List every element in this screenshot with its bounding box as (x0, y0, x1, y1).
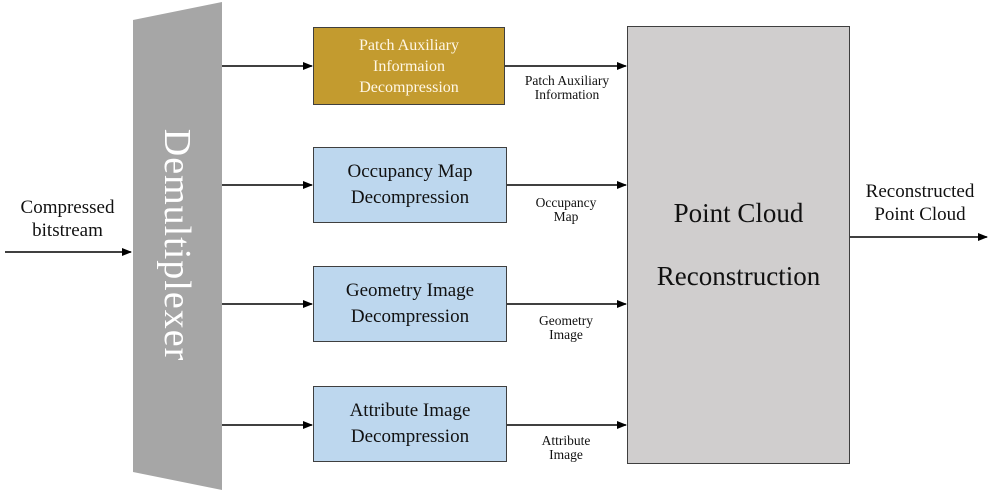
patch-output-line2: Information (534, 87, 600, 102)
geometry-box-line1: Geometry Image (345, 280, 475, 301)
input-label: Compressed bitstream (5, 196, 130, 242)
attribute-box-line2: Decompression (350, 426, 470, 447)
patch-output-line1: Patch Auxiliary (524, 73, 610, 88)
input-label-line2: bitstream (32, 220, 103, 241)
attribute-image-decompression-box: Attribute Image Decompression (313, 386, 507, 462)
demultiplexer-label: Demultiplexer (156, 128, 198, 362)
geometry-output-label: Geometry Image (510, 314, 622, 342)
attribute-output-label: Attribute Image (510, 434, 622, 462)
point-cloud-reconstruction-box: Point Cloud Reconstruction (627, 26, 850, 464)
patch-box-line3: Decompression (359, 78, 459, 96)
output-label-line2: Point Cloud (874, 204, 966, 225)
occupancy-box-line1: Occupancy Map (347, 161, 473, 182)
occupancy-output-line1: Occupancy (535, 195, 597, 210)
occupancy-map-decompression-box: Occupancy Map Decompression (313, 147, 507, 223)
geometry-output-line1: Geometry (539, 313, 593, 328)
attribute-box-line1: Attribute Image (349, 400, 471, 421)
reconstruction-line1: Point Cloud (673, 198, 804, 228)
output-label: Reconstructed Point Cloud (852, 180, 988, 226)
output-label-line1: Reconstructed (865, 181, 975, 202)
geometry-output-line2: Image (549, 327, 583, 342)
occupancy-box-line2: Decompression (350, 187, 470, 208)
attribute-output-line1: Attribute (541, 433, 591, 448)
input-label-line1: Compressed (20, 197, 115, 218)
reconstruction-line2: Reconstruction (656, 261, 821, 291)
patch-output-label: Patch Auxiliary Information (508, 74, 626, 102)
geometry-box-line2: Decompression (350, 306, 470, 327)
patch-box-line2: Informaion (373, 57, 445, 75)
demultiplexer-shape (133, 2, 222, 490)
occupancy-output-label: Occupancy Map (510, 196, 622, 224)
patch-box-line1: Patch Auxiliary (359, 36, 459, 54)
occupancy-output-line2: Map (553, 209, 579, 224)
attribute-output-line2: Image (549, 447, 583, 462)
patch-auxiliary-decompression-box: Patch Auxiliary Informaion Decompression (313, 27, 505, 105)
geometry-image-decompression-box: Geometry Image Decompression (313, 266, 507, 342)
